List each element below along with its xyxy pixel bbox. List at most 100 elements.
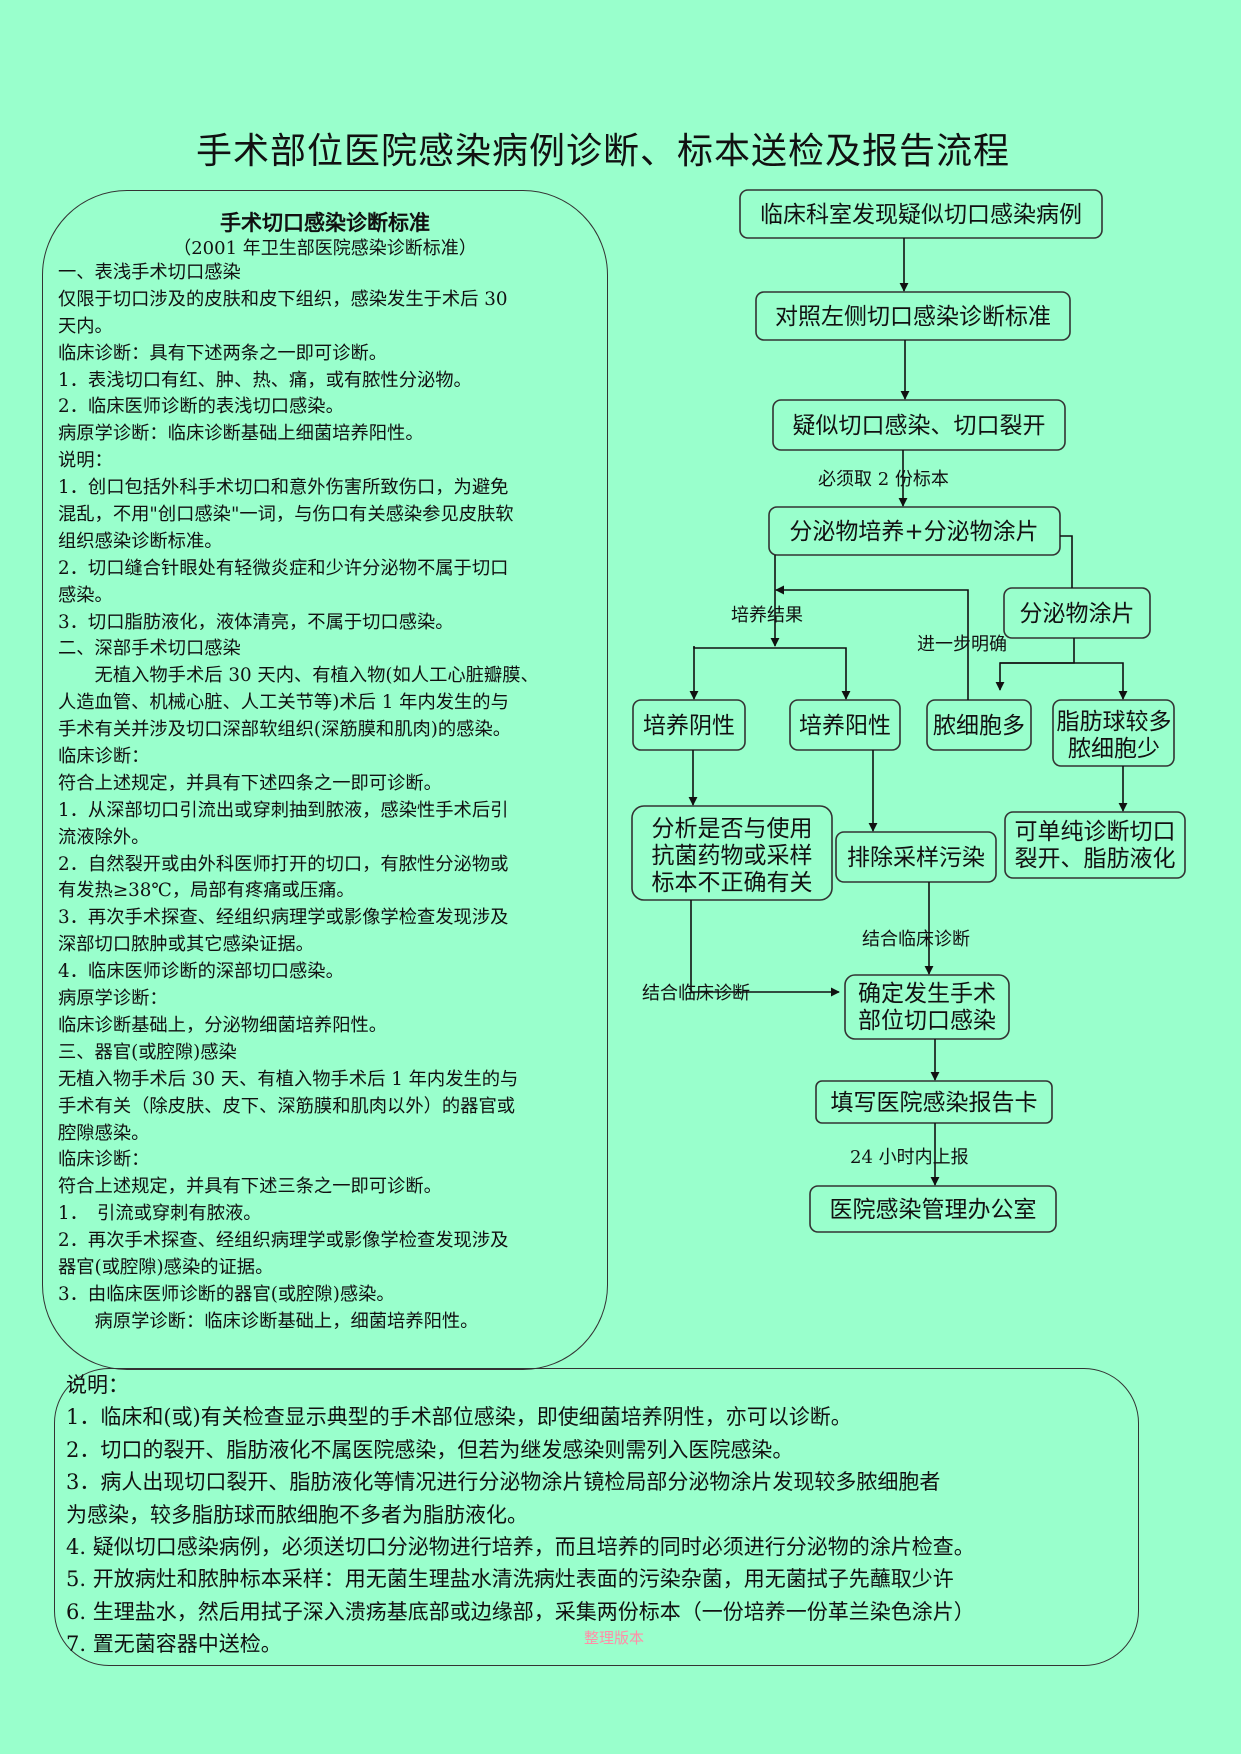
flow-node-line: 部位切口感染 — [858, 1008, 996, 1034]
flow-node-text: 填写医院感染报告卡 — [831, 1090, 1038, 1116]
flow-node-text: 医院感染管理办公室 — [830, 1197, 1037, 1223]
criteria-text: 一、表浅手术切口感染仅限于切口涉及的皮肤和皮下组织，感染发生于术后 30 天内。临… — [58, 260, 613, 1336]
flow-node-fat-globules: 脂肪球较多脓细胞少 — [1052, 699, 1175, 767]
criteria-line: 1．表浅切口有红、肿、热、痛，或有脓性分泌物。 — [58, 369, 472, 391]
flow-node-text: 可单纯诊断切口裂开、脂肪液化 — [1015, 819, 1176, 872]
edge-label-further-confirm: 进一步明确 — [917, 634, 1007, 655]
criteria-line: 病原学诊断：临床诊断基础上，细菌培养阳性。 — [58, 1310, 479, 1332]
notes-panel — [54, 1368, 1139, 1666]
flow-node-text: 临床科室发现疑似切口感染病例 — [760, 202, 1082, 228]
flow-node-text: 疑似切口感染、切口裂开 — [793, 413, 1046, 439]
flow-node-text: 对照左侧切口感染诊断标准 — [775, 304, 1051, 330]
flow-arrow — [693, 646, 851, 700]
flow-node-confirm-infection: 确定发生手术部位切口感染 — [844, 974, 1010, 1040]
criteria-line: 一、表浅手术切口感染 — [58, 262, 241, 283]
criteria-line: 临床诊断：具有下述两条之一即可诊断。 — [58, 342, 388, 364]
edge-label-culture-result: 培养结果 — [731, 605, 803, 626]
flow-arrow — [1000, 662, 1128, 700]
edge-label-report-24h: 24 小时内上报 — [850, 1147, 969, 1168]
flow-node-line: 填写医院感染报告卡 — [831, 1090, 1038, 1116]
criteria-line: 2．临床医师诊断的表浅切口感染。 — [58, 396, 344, 418]
criteria-line: 2．再次手术探查、经组织病理学或影像学检查发现涉及 — [58, 1230, 509, 1252]
criteria-line: 3．再次手术探查、经组织病理学或影像学检查发现涉及 — [58, 907, 509, 929]
flow-node-exclude-contamination: 排除采样污染 — [835, 831, 997, 883]
flow-node-compare-criteria: 对照左侧切口感染诊断标准 — [755, 291, 1071, 341]
flow-node-line: 排除采样污染 — [847, 845, 985, 871]
edge-label-combine-clinical-left: 结合临床诊断 — [642, 983, 750, 1004]
note-line: 4. 疑似切口感染病例，必须送切口分泌物进行培养，而且培养的同时必须进行分泌物的… — [66, 1534, 975, 1559]
flow-arrow — [690, 900, 840, 997]
flow-node-culture-and-smear: 分泌物培养+分泌物涂片 — [768, 506, 1061, 556]
criteria-line: 符合上述规定，并具有下述四条之一即可诊断。 — [58, 772, 442, 794]
flow-connector — [1060, 535, 1073, 588]
criteria-line: 病原学诊断：临床诊断基础上细菌培养阳性。 — [58, 423, 424, 445]
criteria-line: 腔隙感染。 — [58, 1122, 150, 1144]
flow-node-text: 脂肪球较多脓细胞少 — [1057, 709, 1172, 762]
flow-node-line: 医院感染管理办公室 — [830, 1197, 1037, 1223]
criteria-line: 符合上述规定，并具有下述三条之一即可诊断。 — [58, 1176, 442, 1198]
flow-node-text: 排除采样污染 — [847, 845, 985, 871]
flow-node-line: 确定发生手术 — [858, 981, 996, 1007]
flow-node-many-pus-cells: 脓细胞多 — [926, 699, 1032, 751]
flow-node-line: 对照左侧切口感染诊断标准 — [775, 304, 1051, 330]
note-line: 2．切口的裂开、脂肪液化不属医院感染，但若为继发感染则需列入医院感染。 — [66, 1437, 794, 1462]
flow-node-infection-office: 医院感染管理办公室 — [809, 1185, 1057, 1233]
flow-node-culture-negative: 培养阴性 — [632, 699, 746, 751]
criteria-line: 临床诊断基础上，分泌物细菌培养阳性。 — [58, 1014, 388, 1036]
criteria-panel — [42, 190, 608, 1370]
note-line: 5. 开放病灶和脓肿标本采样：用无菌生理盐水清洗病灶表面的污染杂菌，用无菌拭子先… — [66, 1567, 954, 1592]
criteria-line: 手术有关并涉及切口深部软组织(深筋膜和肌肉)的感染。 — [58, 719, 512, 741]
flow-node-line: 分泌物涂片 — [1020, 601, 1135, 627]
flow-node-text: 培养阴性 — [643, 713, 735, 739]
criteria-line: 二、深部手术切口感染 — [58, 638, 241, 660]
criteria-line: 流液除外。 — [58, 826, 150, 848]
flow-node-fill-report-card: 填写医院感染报告卡 — [815, 1080, 1053, 1124]
flow-node-text: 培养阳性 — [799, 713, 891, 739]
criteria-line: 3．由临床医师诊断的器官(或腔隙)感染。 — [58, 1283, 395, 1305]
flow-node-line: 裂开、脂肪液化 — [1015, 846, 1176, 872]
criteria-line: 4．临床医师诊断的深部切口感染。 — [58, 961, 344, 983]
flow-node-text: 确定发生手术部位切口感染 — [858, 981, 996, 1034]
criteria-heading: 手术切口感染诊断标准 — [220, 211, 430, 235]
note-line: 6. 生理盐水，然后用拭子深入溃疡基底部或边缘部，采集两份标本（一份培养一份革兰… — [66, 1599, 975, 1624]
criteria-line: 1． 引流或穿刺有脓液。 — [58, 1203, 262, 1225]
criteria-line: 无植入物手术后 30 天、有植入物手术后 1 年内发生的与 — [58, 1068, 519, 1090]
criteria-line: 病原学诊断： — [58, 988, 168, 1010]
flow-node-smear: 分泌物涂片 — [1003, 587, 1151, 639]
criteria-line: 1．创口包括外科手术切口和意外伤害所致伤口，为避免 — [58, 477, 509, 499]
flow-node-text: 分泌物涂片 — [1020, 601, 1135, 627]
flow-node-line: 抗菌药物或采样 — [652, 843, 813, 869]
edge-label-combine-clinical-right: 结合临床诊断 — [862, 929, 970, 950]
flow-arrow — [995, 638, 1075, 691]
criteria-line: 人造血管、机械心脏、人工关节等)术后 1 年内发生的与 — [58, 692, 509, 714]
flow-node-line: 标本不正确有关 — [652, 870, 813, 896]
flow-node-line: 培养阴性 — [643, 713, 735, 739]
flow-node-discover-case: 临床科室发现疑似切口感染病例 — [739, 189, 1103, 239]
note-line: 为感染，较多脂肪球而脓细胞不多者为脂肪液化。 — [66, 1502, 528, 1527]
flow-node-text: 分泌物培养+分泌物涂片 — [789, 519, 1038, 545]
flow-node-line: 脓细胞多 — [933, 713, 1025, 739]
flow-node-wound-dehiscence: 可单纯诊断切口裂开、脂肪液化 — [1004, 811, 1186, 879]
flow-node-line: 可单纯诊断切口 — [1015, 819, 1176, 845]
notes-heading: 说明： — [66, 1373, 129, 1397]
page-title: 手术部位医院感染病例诊断、标本送检及报告流程 — [195, 131, 1010, 172]
criteria-line: 无植入物手术后 30 天内、有植入物(如人工心脏瓣膜、 — [58, 665, 539, 687]
flow-node-text: 分析是否与使用抗菌药物或采样标本不正确有关 — [652, 816, 813, 896]
criteria-line: 感染。 — [58, 584, 113, 606]
criteria-line: 组织感染诊断标准。 — [58, 530, 223, 552]
edge-label-take-samples: 必须取 2 份标本 — [818, 469, 949, 490]
note-line: 1．临床和(或)有关检查显示典型的手术部位感染，即使细菌培养阴性，亦可以诊断。 — [66, 1405, 852, 1430]
watermark: 整理版本 — [584, 1629, 645, 1647]
criteria-line: 1．从深部切口引流出或穿刺抽到脓液，感染性手术后引 — [58, 799, 509, 821]
flow-node-line: 临床科室发现疑似切口感染病例 — [760, 202, 1082, 228]
criteria-line: 天内。 — [58, 315, 113, 337]
notes-text: 说明： 1．临床和(或)有关检查显示典型的手术部位感染，即使细菌培养阴性，亦可以… — [66, 1369, 1146, 1661]
flow-node-line: 疑似切口感染、切口裂开 — [793, 413, 1046, 439]
criteria-line: 器官(或腔隙)感染的证据。 — [58, 1256, 274, 1278]
criteria-line: 2．切口缝合针眼处有轻微炎症和少许分泌物不属于切口 — [58, 557, 509, 579]
note-line: 7. 置无菌容器中送检。 — [66, 1632, 282, 1657]
flow-node-analyze-antibiotic: 分析是否与使用抗菌药物或采样标本不正确有关 — [631, 805, 833, 901]
criteria-line: 说明： — [58, 450, 113, 472]
criteria-line: 仅限于切口涉及的皮肤和皮下组织，感染发生于术后 30 — [58, 288, 508, 310]
criteria-subheading: （2001 年卫生部医院感染诊断标准） — [173, 238, 477, 259]
